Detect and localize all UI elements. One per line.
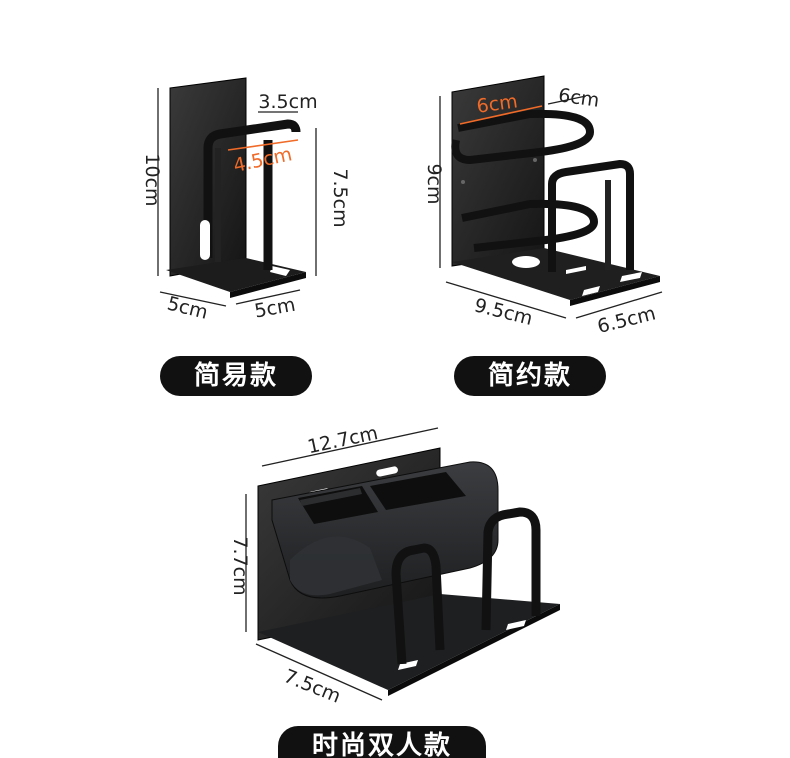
dim-compact-depth: 6.5cm xyxy=(595,302,658,338)
label-compact-pill: 简约款 xyxy=(454,356,606,396)
label-compact: 简约款 xyxy=(487,361,572,391)
compact-dimension-lines xyxy=(439,95,663,319)
label-simple-pill: 简易款 xyxy=(160,356,312,396)
simple-holder-illustration xyxy=(166,77,306,298)
dim-simple-height: 10cm xyxy=(141,153,163,206)
label-double-pill: 时尚双人款 xyxy=(278,726,486,758)
dim-simple-depth: 3.5cm xyxy=(258,91,317,113)
compact-inner-dimension-line xyxy=(459,105,543,125)
dim-double-height: 7.7cm xyxy=(229,536,251,595)
dim-compact-height: 9cm xyxy=(423,163,445,204)
dim-simple-base-left: 5cm xyxy=(165,293,210,324)
label-double: 时尚双人款 xyxy=(311,731,452,758)
dim-compact-ring: 6cm xyxy=(557,84,601,111)
double-dimension-lines xyxy=(245,427,439,701)
dim-simple-base-right: 5cm xyxy=(253,294,297,323)
double-holder-illustration xyxy=(257,447,560,696)
simple-inner-dimension-line xyxy=(227,139,299,151)
label-simple: 简易款 xyxy=(193,361,278,391)
dim-double-depth: 7.5cm xyxy=(281,665,344,708)
dim-simple-holder: 7.5cm xyxy=(329,168,351,227)
compact-holder-illustration xyxy=(451,75,660,306)
dim-double-width: 12.7cm xyxy=(306,422,380,458)
simple-dimension-lines xyxy=(157,88,317,307)
